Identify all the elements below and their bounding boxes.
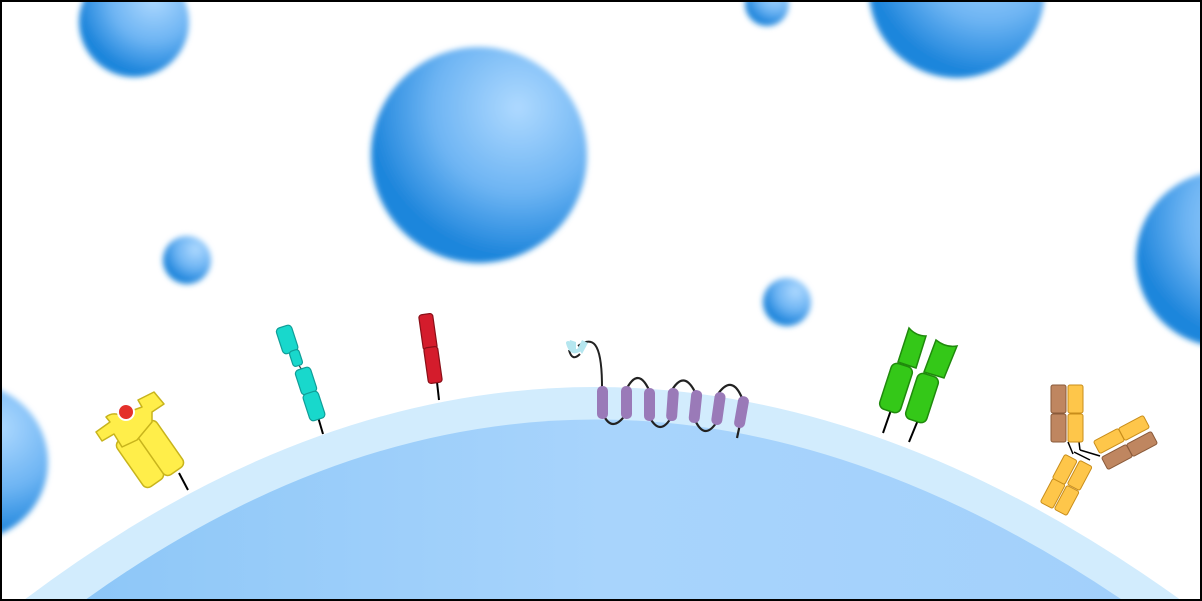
- particle: [163, 236, 211, 284]
- particles: [2, 2, 1200, 534]
- cyan-receptor-icon: [275, 324, 326, 435]
- antibody-complex-icon: [1040, 384, 1158, 516]
- particle: [79, 2, 189, 77]
- particle: [371, 47, 587, 263]
- ligand-icon: [117, 403, 135, 421]
- gpcr-seven-transmembrane-icon: [566, 340, 749, 439]
- particle: [763, 278, 811, 326]
- particle: [2, 390, 48, 534]
- green-dimer-receptor-icon: [878, 326, 959, 443]
- cell-interior: [86, 419, 1121, 599]
- particle: [869, 2, 1045, 78]
- red-receptor-icon: [418, 312, 443, 401]
- cell: [25, 387, 1180, 599]
- particle: [745, 2, 789, 26]
- particle: [1136, 174, 1200, 344]
- yellow-receptor-icon: [95, 391, 189, 491]
